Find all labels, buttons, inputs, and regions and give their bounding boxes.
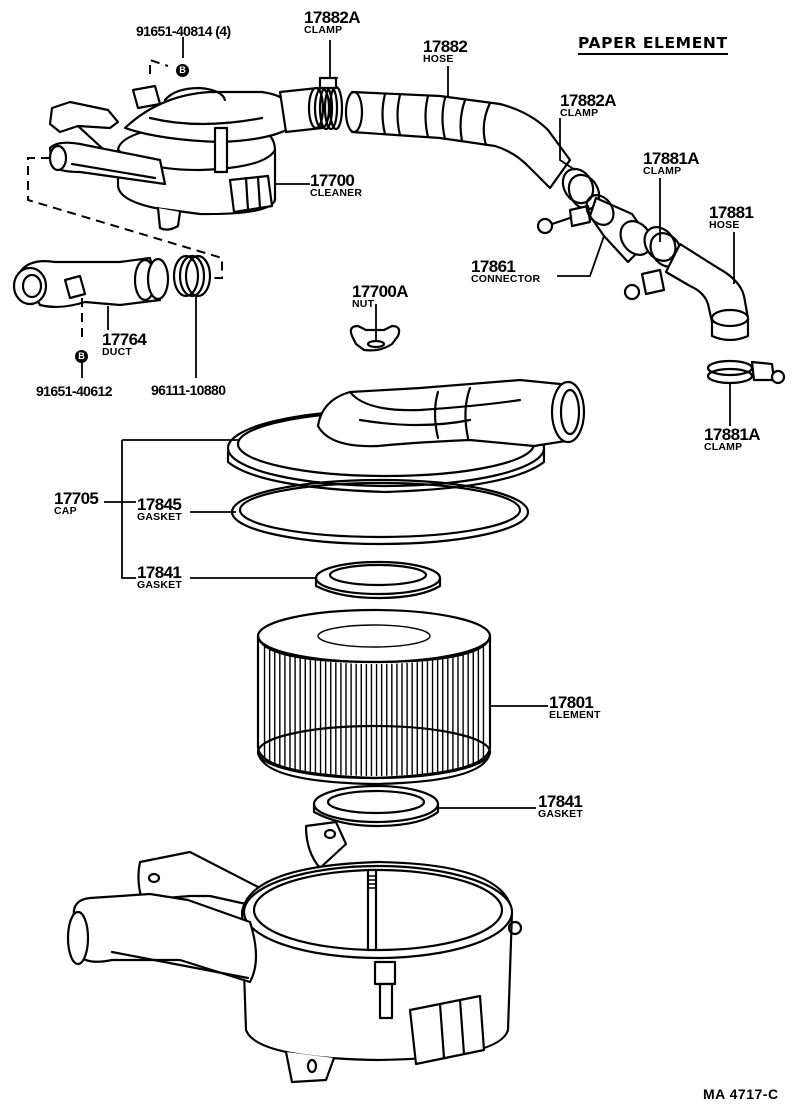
part-label-17841-upper[interactable]: 17841 GASKET	[137, 564, 182, 591]
cleaner-assembly-small	[48, 76, 344, 231]
gasket-17845	[230, 478, 530, 546]
wing-nut-icon	[349, 324, 401, 352]
part-number: 17882A	[304, 8, 361, 27]
part-label-17881A-lower[interactable]: 17881A CLAMP	[704, 425, 761, 453]
hose-clamp-icon	[706, 359, 786, 385]
hose-clamp-icon	[623, 226, 683, 301]
part-number: 17700A	[352, 282, 409, 301]
gasket-17841-lower	[312, 784, 440, 828]
part-label-91651-40814[interactable]: 91651-40814 (4)	[136, 24, 231, 38]
part-number: 17882	[423, 37, 468, 56]
part-number: 17882A	[560, 91, 617, 110]
part-label-17861[interactable]: 17861 CONNECTOR	[471, 258, 540, 285]
gasket-17841-upper	[314, 560, 442, 600]
part-label-17881A-upper[interactable]: 17881A CLAMP	[643, 149, 700, 177]
part-label-17882A-mid[interactable]: 17882A CLAMP	[560, 91, 617, 119]
part-name: GASKET	[137, 579, 182, 591]
part-number: 91651-40612	[36, 383, 113, 399]
part-number: 17700	[310, 171, 355, 190]
part-name: CLAMP	[304, 24, 343, 36]
part-label-17801[interactable]: 17801 ELEMENT	[549, 694, 601, 721]
bolt-b-icon: B	[75, 350, 88, 363]
part-label-17881[interactable]: 17881 HOSE	[709, 203, 754, 231]
part-number: 17861	[471, 257, 516, 276]
part-number: 17881A	[643, 149, 700, 168]
leader-lines	[104, 40, 735, 809]
part-name: ELEMENT	[549, 709, 601, 721]
figure-code: MA 4717-C	[703, 1086, 779, 1102]
part-name: DUCT	[102, 346, 132, 358]
cleaner-body	[66, 820, 523, 1084]
part-number: 17705	[54, 489, 99, 508]
diagram-title: PAPER ELEMENT	[578, 34, 728, 55]
spring-clamp-icon	[172, 254, 212, 298]
part-name: CLAMP	[643, 165, 682, 177]
part-name: CLEANER	[310, 187, 363, 199]
air-cleaner-cap	[226, 378, 586, 494]
part-number: 17881A	[704, 425, 761, 444]
part-label-17700A[interactable]: 17700A NUT	[352, 282, 409, 310]
dashed-reference-line	[149, 58, 169, 74]
part-number: 17764	[102, 330, 147, 349]
part-label-17882[interactable]: 17882 HOSE	[423, 37, 468, 65]
part-name: HOSE	[709, 219, 740, 231]
part-number: 17841	[538, 792, 583, 811]
part-label-96111-10880[interactable]: 96111-10880	[151, 382, 226, 398]
part-label-17700[interactable]: 17700 CLEANER	[310, 172, 362, 199]
part-number: 91651-40814 (4)	[136, 23, 231, 39]
bolt-b-icon: B	[176, 64, 189, 77]
part-label-17845[interactable]: 17845 GASKET	[137, 496, 182, 523]
part-name: CAP	[54, 505, 77, 517]
part-name: CLAMP	[704, 441, 743, 453]
dashed-reference-line	[27, 157, 223, 279]
part-number: 96111-10880	[151, 382, 226, 398]
part-name: CONNECTOR	[471, 273, 541, 285]
part-label-17841-lower[interactable]: 17841 GASKET	[538, 793, 583, 820]
duct-17764	[12, 256, 170, 309]
part-number: 17845	[137, 495, 182, 514]
part-number: 17881	[709, 203, 754, 222]
filter-element	[256, 608, 492, 786]
part-number: 17841	[137, 563, 182, 582]
element-pleats	[263, 646, 485, 776]
part-label-17882A-upper[interactable]: 17882A CLAMP	[304, 8, 361, 36]
part-label-91651-40612[interactable]: 91651-40612	[36, 383, 113, 399]
hose-17882	[344, 90, 572, 190]
part-name: CLAMP	[560, 107, 599, 119]
part-number: 17801	[549, 693, 594, 712]
part-label-17705[interactable]: 17705 CAP	[54, 489, 99, 517]
part-label-17764[interactable]: 17764 DUCT	[102, 330, 147, 358]
part-name: HOSE	[423, 53, 454, 65]
part-name: GASKET	[538, 808, 583, 820]
hose-17881	[664, 242, 750, 342]
part-name: GASKET	[137, 511, 182, 523]
connector-17861	[585, 194, 653, 264]
part-name: NUT	[352, 298, 375, 310]
